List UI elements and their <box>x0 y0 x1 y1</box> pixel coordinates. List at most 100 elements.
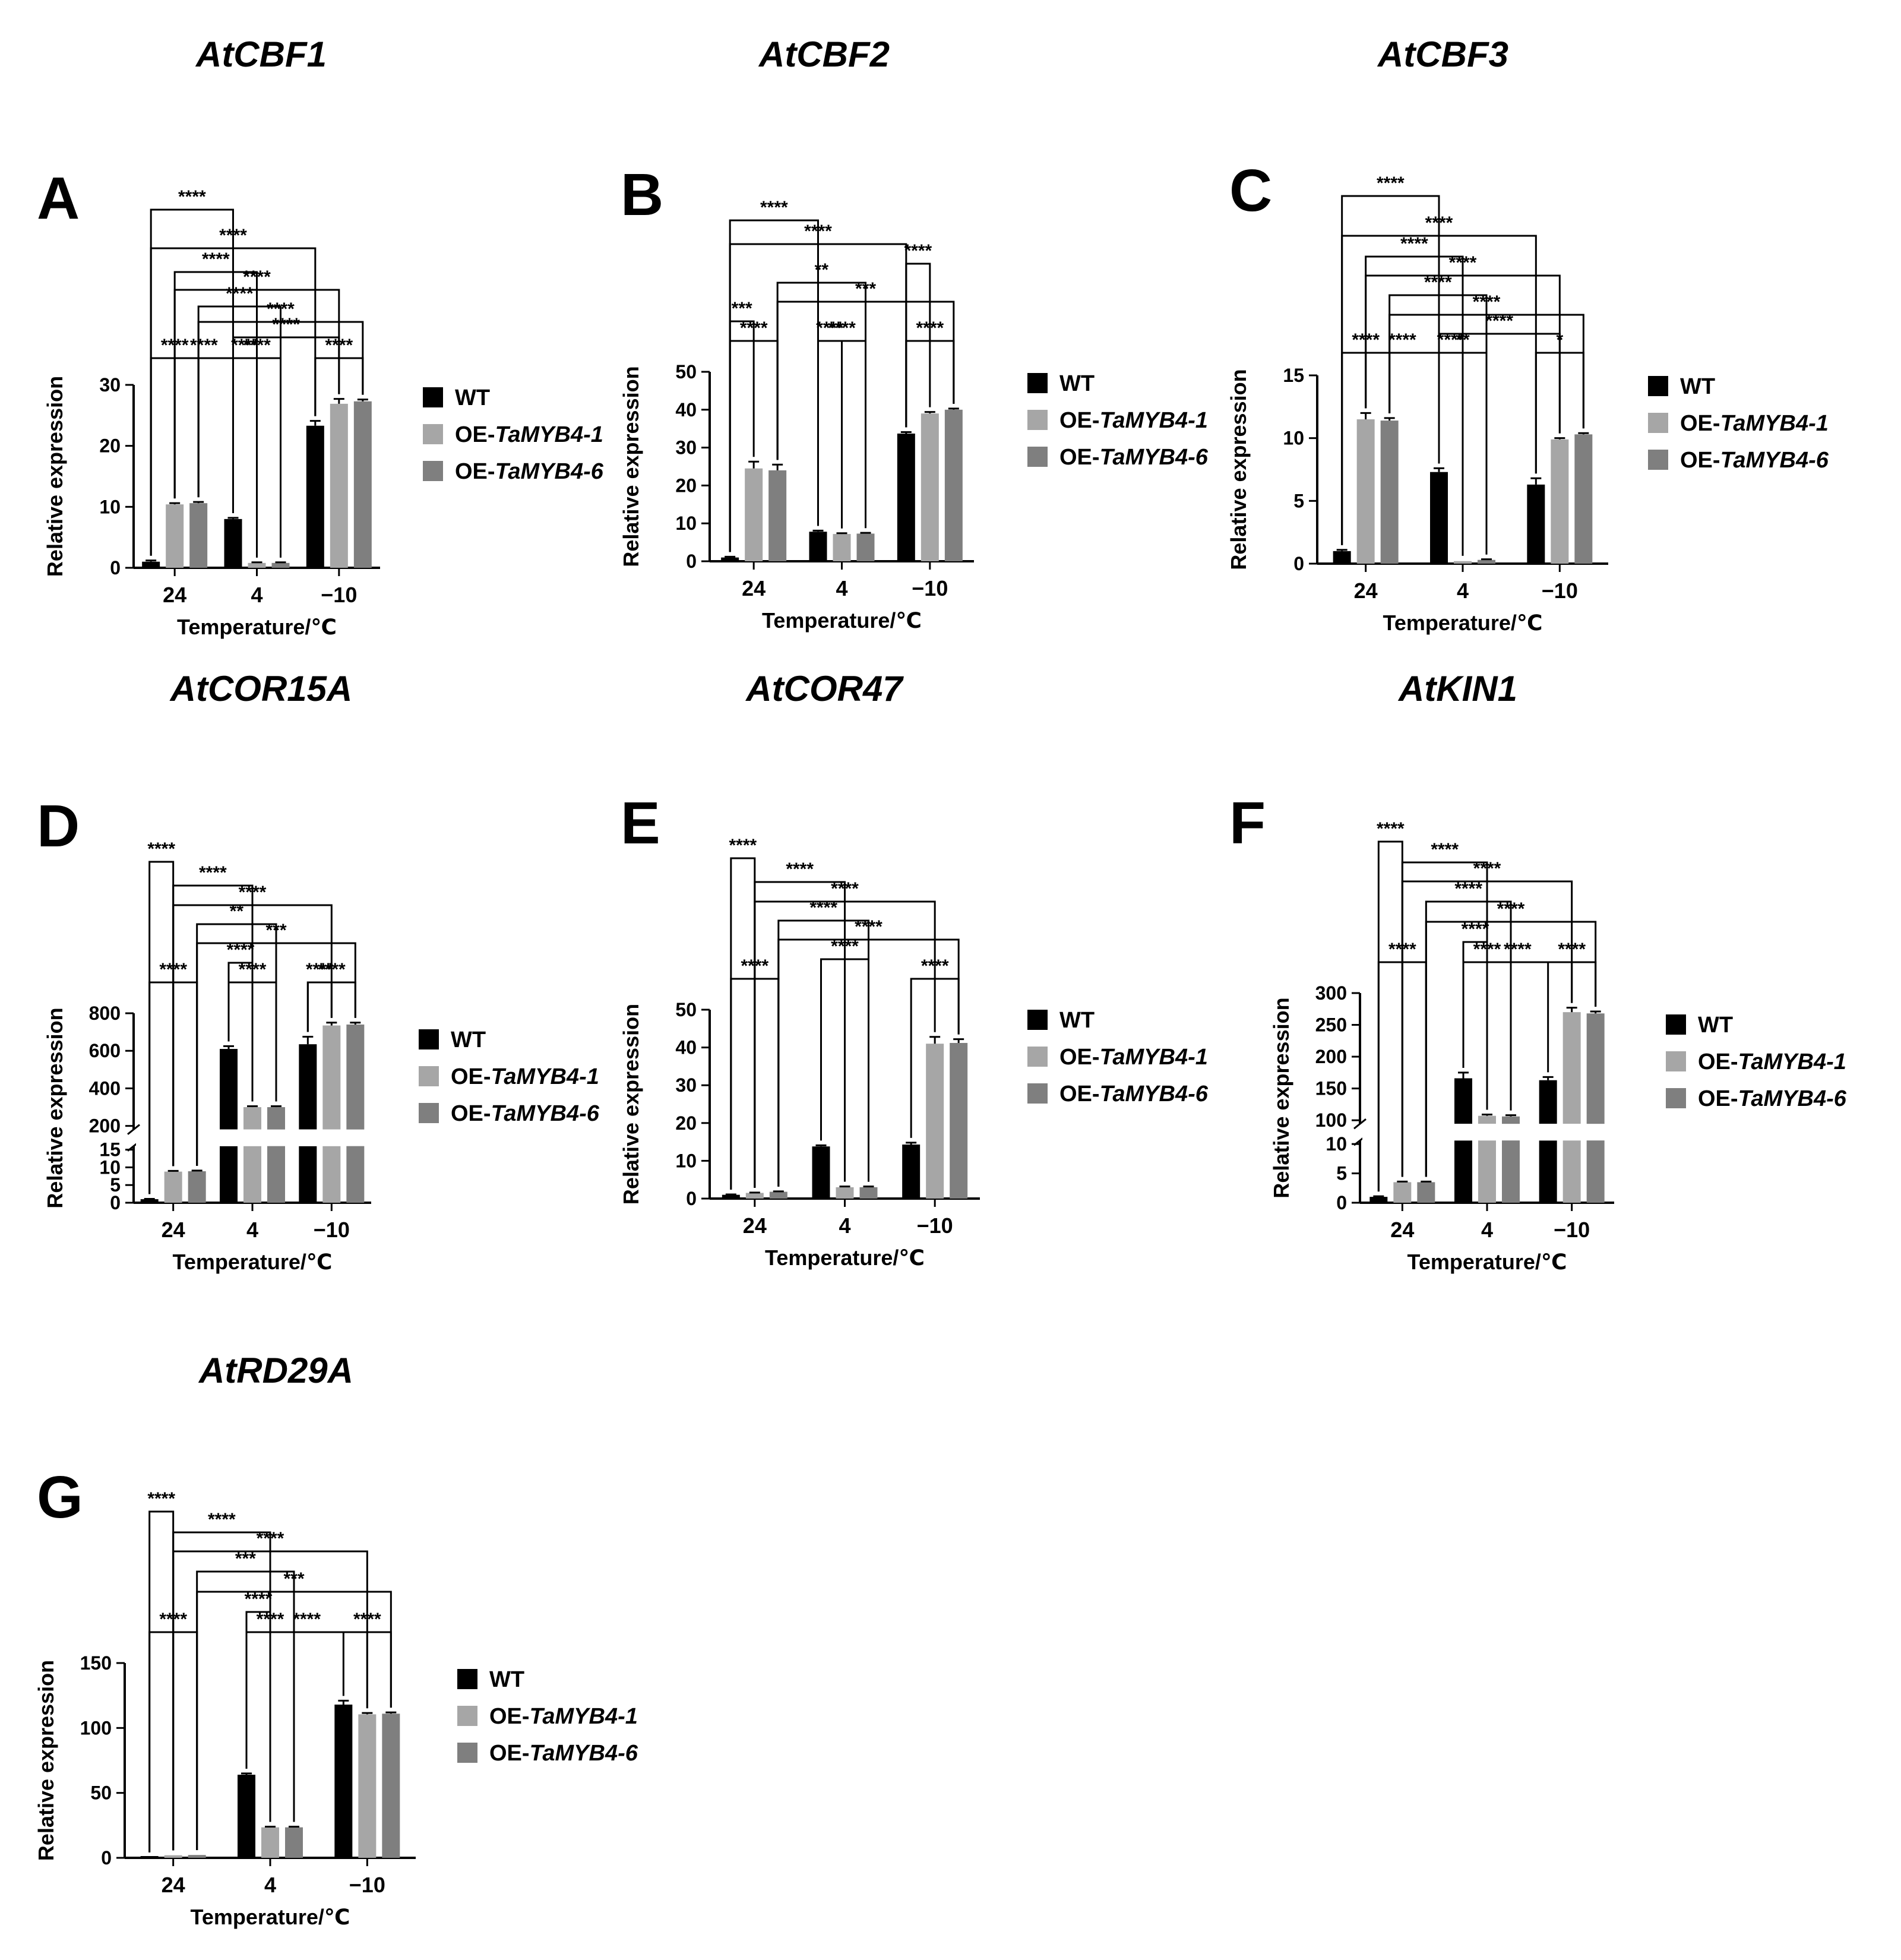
significance-bracket <box>1365 352 1440 464</box>
y-tick-label: 50 <box>90 1782 112 1804</box>
bar <box>189 503 208 568</box>
y-tick-label: 10 <box>99 1156 121 1178</box>
significance-label: **** <box>831 879 859 899</box>
significance-bracket <box>148 1510 175 1852</box>
bar <box>220 1049 238 1203</box>
bar <box>921 413 939 561</box>
legend-label: WT <box>1680 374 1715 399</box>
significance-label: **** <box>147 839 175 859</box>
significance-bracket <box>730 857 756 1190</box>
legend-label: OE-TaMYB4-1 <box>1698 1049 1846 1074</box>
significance-label: **** <box>828 318 856 338</box>
bar <box>1369 1197 1388 1203</box>
significance-bracket <box>227 981 277 1102</box>
bar <box>745 468 763 561</box>
bar <box>1478 559 1495 564</box>
bar <box>267 1107 285 1203</box>
bar <box>1574 434 1593 564</box>
significance-label: * <box>1556 330 1563 350</box>
bar <box>859 1187 878 1199</box>
legend-label: OE-TaMYB4-1 <box>1059 408 1208 433</box>
significance-label: **** <box>325 336 353 355</box>
bar <box>330 403 348 568</box>
significance-label: **** <box>1431 840 1459 859</box>
legend-label-italic: TaMYB4-1 <box>491 1064 599 1089</box>
significance-label: **** <box>257 1610 284 1629</box>
x-tick-label: −10 <box>321 583 357 607</box>
axis-break-gap <box>1362 1124 1614 1141</box>
significance-label: **** <box>1388 940 1416 959</box>
legend-label-plain: WT <box>1059 1008 1095 1033</box>
x-axis-title: Temperature/℃ <box>177 615 337 639</box>
x-tick-label: 4 <box>839 1213 850 1238</box>
bar <box>902 1145 921 1199</box>
bar <box>833 534 851 561</box>
legend-label-plain: OE- <box>1059 445 1100 470</box>
legend-label-plain: WT <box>1059 371 1095 396</box>
significance-label: **** <box>147 1489 175 1509</box>
significance-label: **** <box>1473 940 1501 959</box>
significance-label: **** <box>239 960 267 979</box>
significance-bracket <box>1401 880 1573 1177</box>
y-tick-label: 30 <box>675 1074 697 1096</box>
significance-bracket <box>1462 961 1573 1068</box>
significance-bracket <box>148 981 198 1194</box>
y-axis-title: Relative expression <box>619 1004 643 1205</box>
y-tick-label: 250 <box>1315 1014 1347 1036</box>
significance-bracket <box>754 881 846 1188</box>
significance-bracket <box>905 340 955 428</box>
significance-bracket <box>729 340 779 552</box>
axis-break-gap <box>136 1129 371 1146</box>
x-tick-label: 4 <box>1481 1218 1493 1242</box>
bar <box>164 1171 182 1203</box>
significance-label: **** <box>306 960 334 979</box>
significance-label: **** <box>208 1510 236 1529</box>
legend-label-plain: WT <box>1698 1013 1733 1038</box>
x-tick-label: 24 <box>1390 1218 1414 1242</box>
significance-label: **** <box>816 318 844 338</box>
significance-label: **** <box>760 198 788 217</box>
panel-title: AtCBF2 <box>758 34 890 74</box>
panel-title: AtCOR15A <box>169 669 353 709</box>
significance-bracket <box>172 1550 368 1851</box>
y-tick-label: 10 <box>99 496 121 517</box>
legend-label-italic: TaMYB4-6 <box>1100 1082 1209 1107</box>
bar <box>164 1855 182 1858</box>
significance-bracket <box>342 1631 392 1708</box>
bar <box>353 401 372 568</box>
bar <box>950 1042 968 1199</box>
y-tick-label: 30 <box>99 374 121 396</box>
y-tick-label: 15 <box>1283 365 1304 386</box>
y-axis-title: Relative expression <box>43 1007 67 1208</box>
significance-label: **** <box>1400 234 1428 254</box>
x-tick-label: 4 <box>246 1218 258 1242</box>
bar <box>140 1199 159 1203</box>
bar <box>140 1856 159 1858</box>
significance-label: **** <box>245 1589 273 1609</box>
significance-label: **** <box>243 267 271 287</box>
significance-label: **** <box>855 917 883 937</box>
panel-title: AtCBF1 <box>195 34 327 74</box>
x-axis-title: Temperature/℃ <box>765 1245 925 1270</box>
x-tick-label: 24 <box>162 1873 185 1897</box>
bar <box>1380 421 1399 564</box>
legend-swatch <box>1027 1047 1048 1067</box>
significance-label: **** <box>1504 940 1532 959</box>
bar <box>1393 1182 1412 1203</box>
bar <box>745 1193 764 1199</box>
x-tick-label: 24 <box>163 583 186 607</box>
significance-bracket <box>1341 352 1391 545</box>
legend-swatch <box>423 461 443 481</box>
x-tick-label: 24 <box>742 576 766 600</box>
y-tick-label: 5 <box>110 1174 121 1196</box>
legend-label: OE-TaMYB4-6 <box>451 1101 600 1126</box>
legend-label-italic: TaMYB4-1 <box>1100 408 1208 433</box>
y-tick-label: 0 <box>101 1847 112 1869</box>
significance-label: **** <box>831 937 859 956</box>
legend-label: WT <box>451 1028 486 1052</box>
bar <box>285 1827 303 1858</box>
panel-letter: E <box>621 790 660 856</box>
legend-label-italic: TaMYB4-6 <box>491 1101 600 1126</box>
bar <box>224 519 242 568</box>
